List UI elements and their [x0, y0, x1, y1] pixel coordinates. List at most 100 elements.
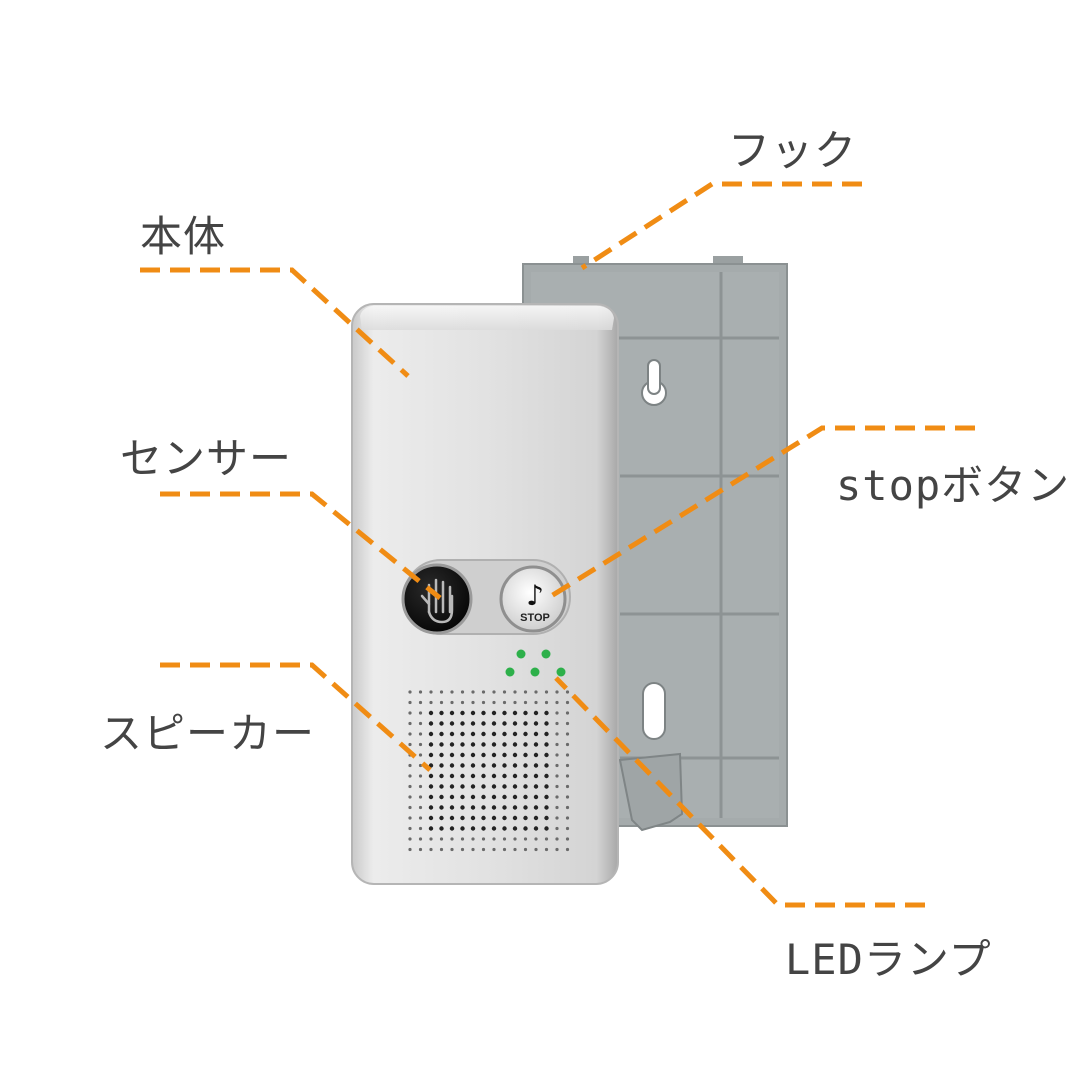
- speaker-hole: [470, 815, 476, 821]
- speaker-hole: [523, 700, 528, 705]
- speaker-hole: [544, 826, 549, 831]
- led-dot: [556, 667, 566, 677]
- speaker-hole: [428, 784, 434, 789]
- speaker-hole: [555, 700, 559, 705]
- speaker-hole: [481, 710, 486, 716]
- speaker-hole: [449, 710, 455, 716]
- speaker-hole: [460, 805, 465, 810]
- speaker-hole: [481, 690, 486, 694]
- speaker-hole: [428, 742, 434, 747]
- speaker-hole: [512, 826, 518, 831]
- speaker-hole: [470, 752, 476, 758]
- speaker-hole: [439, 742, 444, 747]
- speaker-hole: [439, 815, 444, 821]
- led-dot: [516, 649, 526, 659]
- speaker-hole: [512, 731, 518, 737]
- speaker-hole: [470, 710, 476, 716]
- speaker-hole: [533, 815, 539, 821]
- speaker-hole: [418, 784, 423, 789]
- speaker-hole: [470, 731, 476, 737]
- speaker-hole: [408, 826, 412, 831]
- stop-button[interactable]: ♪ STOP: [499, 565, 567, 633]
- speaker-hole: [481, 731, 486, 737]
- speaker-hole: [428, 731, 434, 737]
- speaker-hole: [428, 752, 434, 758]
- speaker-hole: [418, 742, 423, 747]
- speaker-hole: [460, 690, 465, 694]
- speaker-hole: [523, 805, 528, 810]
- speaker-hole: [565, 826, 570, 831]
- latch-tab: [618, 752, 684, 832]
- speaker-hole: [544, 721, 549, 726]
- speaker-hole: [555, 847, 559, 852]
- speaker-hole: [450, 847, 454, 852]
- speaker-hole: [418, 826, 423, 831]
- speaker-hole: [460, 837, 465, 841]
- speaker-hole: [533, 731, 539, 737]
- speaker-hole: [555, 711, 559, 715]
- speaker-hole: [502, 700, 507, 705]
- speaker-hole: [513, 690, 517, 694]
- speaker-hole: [544, 742, 549, 747]
- speaker-hole: [544, 763, 549, 768]
- speaker-hole: [439, 752, 444, 758]
- speaker-hole: [439, 731, 444, 737]
- speaker-hole: [460, 815, 465, 821]
- speaker-hole: [408, 711, 412, 715]
- speaker-hole: [555, 753, 559, 757]
- speaker-hole: [512, 763, 518, 768]
- speaker-hole: [418, 816, 423, 820]
- speaker-hole: [491, 826, 497, 831]
- speaker-hole: [491, 752, 497, 758]
- speaker-hole: [408, 805, 412, 810]
- speaker-hole: [555, 795, 559, 799]
- speaker-hole: [491, 784, 497, 789]
- speaker-hole: [513, 700, 517, 705]
- keyhole-slot-top: [641, 359, 667, 406]
- speaker-hole: [439, 763, 444, 768]
- speaker-hole: [460, 763, 465, 768]
- speaker-hole: [565, 816, 570, 820]
- speaker-hole: [418, 711, 423, 715]
- speaker-hole: [460, 794, 465, 800]
- speaker-hole: [408, 774, 412, 778]
- speaker-hole: [544, 710, 549, 716]
- speaker-hole: [533, 826, 539, 831]
- speaker-hole: [418, 847, 423, 852]
- speaker-hole: [418, 690, 423, 694]
- speaker-hole: [449, 805, 455, 810]
- speaker-hole: [491, 742, 497, 747]
- speaker-hole: [491, 763, 497, 768]
- speaker-hole: [533, 710, 539, 716]
- speaker-hole: [512, 773, 518, 779]
- speaker-hole: [470, 721, 476, 726]
- speaker-hole: [408, 837, 412, 841]
- speaker-hole: [513, 847, 517, 852]
- speaker-hole: [460, 700, 465, 705]
- speaker-hole: [460, 710, 465, 716]
- speaker-hole: [523, 731, 528, 737]
- speaker-hole: [523, 710, 528, 716]
- speaker-hole: [439, 784, 444, 789]
- music-note-icon: ♪: [526, 579, 544, 612]
- speaker-hole: [428, 721, 434, 726]
- speaker-hole: [449, 794, 455, 800]
- speaker-hole: [418, 795, 423, 799]
- speaker-hole: [565, 711, 570, 715]
- speaker-hole: [449, 784, 455, 789]
- speaker-hole: [533, 784, 539, 789]
- speaker-hole: [555, 837, 559, 841]
- led-dot: [505, 667, 515, 677]
- speaker-hole: [544, 700, 549, 705]
- speaker-hole: [429, 700, 433, 705]
- sensor-label: センサー: [120, 434, 293, 483]
- speaker-hole: [449, 773, 455, 779]
- speaker-hole: [481, 700, 486, 705]
- speaker-hole: [565, 753, 570, 757]
- speaker-hole: [439, 690, 444, 694]
- stop-button-leader-line: [546, 425, 975, 601]
- speaker-hole: [408, 816, 412, 820]
- speaker-hole: [544, 847, 549, 852]
- speaker-hole: [534, 700, 538, 705]
- speaker-hole: [534, 837, 538, 841]
